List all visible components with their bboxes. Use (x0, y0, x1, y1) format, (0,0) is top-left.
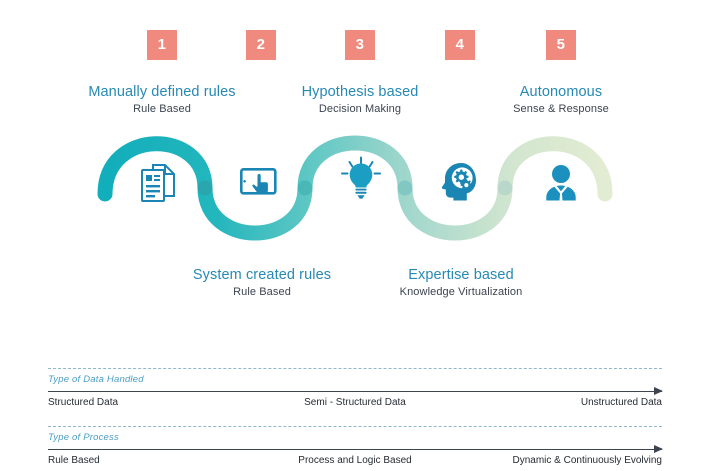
legend-data-end: Unstructured Data (580, 397, 662, 408)
stage-title-2: System created rules (192, 267, 332, 283)
axis-arrowhead-icon (654, 445, 663, 453)
stage-title-1: Manually defined rules (88, 84, 236, 100)
legend-axis-data (48, 387, 663, 396)
legend-block-process: Type of Process Rule Based Process and L… (48, 426, 663, 471)
stage-subtitle-5: Sense & Response (513, 103, 609, 115)
legend-name-data: Type of Data Handled (48, 374, 144, 385)
wave-node-3 (397, 180, 413, 196)
wave-path (97, 135, 613, 241)
wave-node-1 (197, 180, 213, 196)
stage-subtitle-2: Rule Based (233, 286, 291, 298)
axis-line (48, 449, 662, 450)
legend-labels-process: Rule Based Process and Logic Based Dynam… (48, 455, 662, 471)
legend-data-start: Structured Data (48, 397, 119, 408)
stage-caption-3: Hypothesis based Decision Making (245, 84, 475, 115)
legend-data-middle: Semi - Structured Data (304, 397, 406, 408)
lightbulb-icon (338, 155, 384, 201)
legend-block-data: Type of Data Handled Structured Data Sem… (48, 368, 663, 413)
maturity-wave (97, 135, 613, 241)
person-icon (538, 160, 584, 206)
axis-arrowhead-icon (654, 387, 663, 395)
stage-title-5: Autonomous (519, 84, 603, 100)
stage-caption-5: Autonomous Sense & Response (446, 84, 676, 115)
stage-subtitle-3: Decision Making (318, 103, 402, 115)
stage-badge-3: 3 (345, 30, 375, 60)
document-icon (135, 160, 181, 206)
stage-title-4: Expertise based (408, 267, 514, 283)
stage-caption-2: System created rules Rule Based (147, 267, 377, 298)
legend-labels-data: Structured Data Semi - Structured Data U… (48, 397, 662, 413)
stage-badge-1: 1 (147, 30, 177, 60)
stage-title-3: Hypothesis based (301, 84, 419, 100)
legend-axis-process (48, 445, 663, 454)
stage-badge-2: 2 (246, 30, 276, 60)
legend-section: Type of Data Handled Structured Data Sem… (48, 368, 663, 471)
axis-line (48, 391, 662, 392)
stage-caption-1: Manually defined rules Rule Based (47, 84, 277, 115)
legend-process-start: Rule Based (48, 455, 100, 466)
stage-badge-5: 5 (546, 30, 576, 60)
legend-dashed-rule-bottom (48, 426, 662, 427)
head-gears-icon (437, 158, 483, 204)
legend-name-process: Type of Process (48, 432, 119, 443)
legend-dashed-rule-top (48, 368, 662, 369)
stage-subtitle-1: Rule Based (133, 103, 191, 115)
stage-subtitle-4: Knowledge Virtualization (399, 286, 523, 298)
legend-process-middle: Process and Logic Based (298, 455, 412, 466)
tablet-touch-icon (237, 162, 283, 208)
stage-caption-4: Expertise based Knowledge Virtualization (346, 267, 576, 298)
stage-badge-4: 4 (445, 30, 475, 60)
legend-spacer (48, 413, 662, 426)
wave-node-2 (297, 180, 313, 196)
wave-node-4 (497, 180, 513, 196)
legend-process-end: Dynamic & Continuously Evolving (512, 455, 662, 466)
